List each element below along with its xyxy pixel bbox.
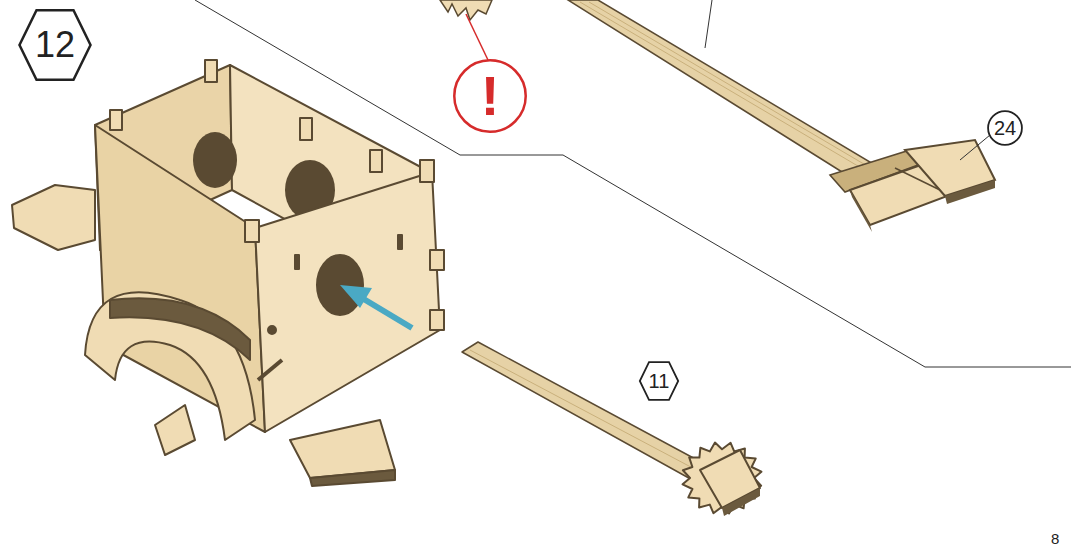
page-number: 8	[1051, 530, 1059, 547]
step-number: 11	[639, 361, 679, 401]
callout-number: 24	[987, 110, 1023, 146]
gear-fragment	[440, 0, 492, 20]
leader-line	[466, 14, 488, 60]
insert-arrow	[340, 285, 412, 328]
leader-line	[705, 0, 712, 48]
warning-symbol: !	[452, 58, 528, 134]
axle-part	[462, 342, 761, 516]
step-number-text: 11	[649, 371, 670, 391]
rod-part	[568, 0, 995, 232]
warning-symbol-text: !	[481, 68, 500, 124]
step-number: 12	[18, 8, 92, 82]
box-assembly	[12, 60, 444, 486]
callout-number-text: 24	[994, 118, 1016, 138]
leader-line	[960, 135, 990, 160]
step-number-text: 12	[35, 27, 75, 63]
